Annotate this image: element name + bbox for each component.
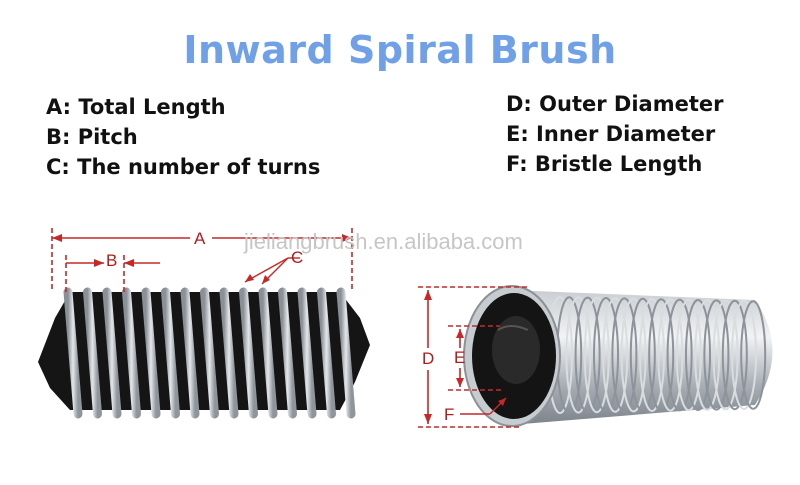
wire-ring xyxy=(740,300,767,410)
dimension-d-label: D xyxy=(422,349,434,368)
dimension-c-label: C xyxy=(291,248,303,267)
watermark: jieliangbrush.en.alibaba.com xyxy=(244,229,523,254)
wire-turn xyxy=(161,287,180,419)
legend-item-number-of-turns: C: The number of turns xyxy=(46,155,321,179)
spiral-brush-side-view xyxy=(38,287,370,419)
dimension-b-label: B xyxy=(106,251,117,270)
cylinder-wire-rings xyxy=(547,296,767,414)
wire-turn xyxy=(83,287,102,419)
legend-item-bristle-length: F: Bristle Length xyxy=(506,152,703,176)
wire-ring xyxy=(712,299,739,411)
spiral-wire-turns xyxy=(63,287,356,419)
legend-item-total-length: A: Total Length xyxy=(46,95,226,119)
wire-ring xyxy=(620,297,647,413)
wire-turn xyxy=(200,287,219,419)
dimension-c xyxy=(244,257,300,285)
wire-ring xyxy=(666,298,693,412)
dimension-e xyxy=(448,325,502,391)
inner-hole xyxy=(492,316,540,384)
wire-ring xyxy=(602,297,629,413)
spiral-brush-end-view xyxy=(463,285,773,427)
wire-turn xyxy=(63,287,83,419)
dimension-b xyxy=(65,255,160,292)
wire-turn xyxy=(102,287,122,419)
wire-ring xyxy=(721,299,748,411)
wire-ring xyxy=(639,298,665,412)
wire-ring xyxy=(657,298,684,412)
dimension-f xyxy=(460,397,507,415)
legend-right: D: Outer Diameter E: Inner Diameter F: B… xyxy=(506,89,723,179)
wire-ring xyxy=(675,298,702,412)
wire-turn xyxy=(180,287,200,419)
wire-turn xyxy=(219,287,239,419)
wire-ring xyxy=(574,296,601,414)
wire-ring xyxy=(694,299,721,411)
wire-ring xyxy=(685,299,711,411)
legend-left: A: Total Length B: Pitch C: The number o… xyxy=(46,92,320,182)
page-title: Inward Spiral Brush xyxy=(183,28,617,72)
wire-turn xyxy=(317,287,336,419)
wire-ring xyxy=(629,297,656,413)
legend-item-outer-diameter: D: Outer Diameter xyxy=(506,92,724,116)
wire-turn xyxy=(297,287,317,419)
legend-item-pitch: B: Pitch xyxy=(46,125,138,149)
dimension-e-label: E xyxy=(454,348,465,367)
dimension-f-label: F xyxy=(444,405,454,424)
wire-turn xyxy=(336,287,356,419)
wire-ring xyxy=(648,298,675,412)
dimension-d xyxy=(418,286,528,428)
wire-turn xyxy=(239,287,258,419)
wire-turn xyxy=(141,287,161,419)
wire-ring xyxy=(611,297,638,413)
wire-ring xyxy=(583,296,610,414)
wire-turn xyxy=(278,287,297,419)
wire-ring xyxy=(703,299,730,411)
wire-ring xyxy=(731,300,757,410)
wire-turn xyxy=(258,287,278,419)
wire-turn xyxy=(122,287,141,419)
wire-ring xyxy=(593,297,619,413)
legend-item-inner-diameter: E: Inner Diameter xyxy=(506,122,716,146)
dimension-a-label: A xyxy=(194,229,206,248)
wire-ring xyxy=(565,296,592,414)
dimension-a xyxy=(51,228,353,290)
